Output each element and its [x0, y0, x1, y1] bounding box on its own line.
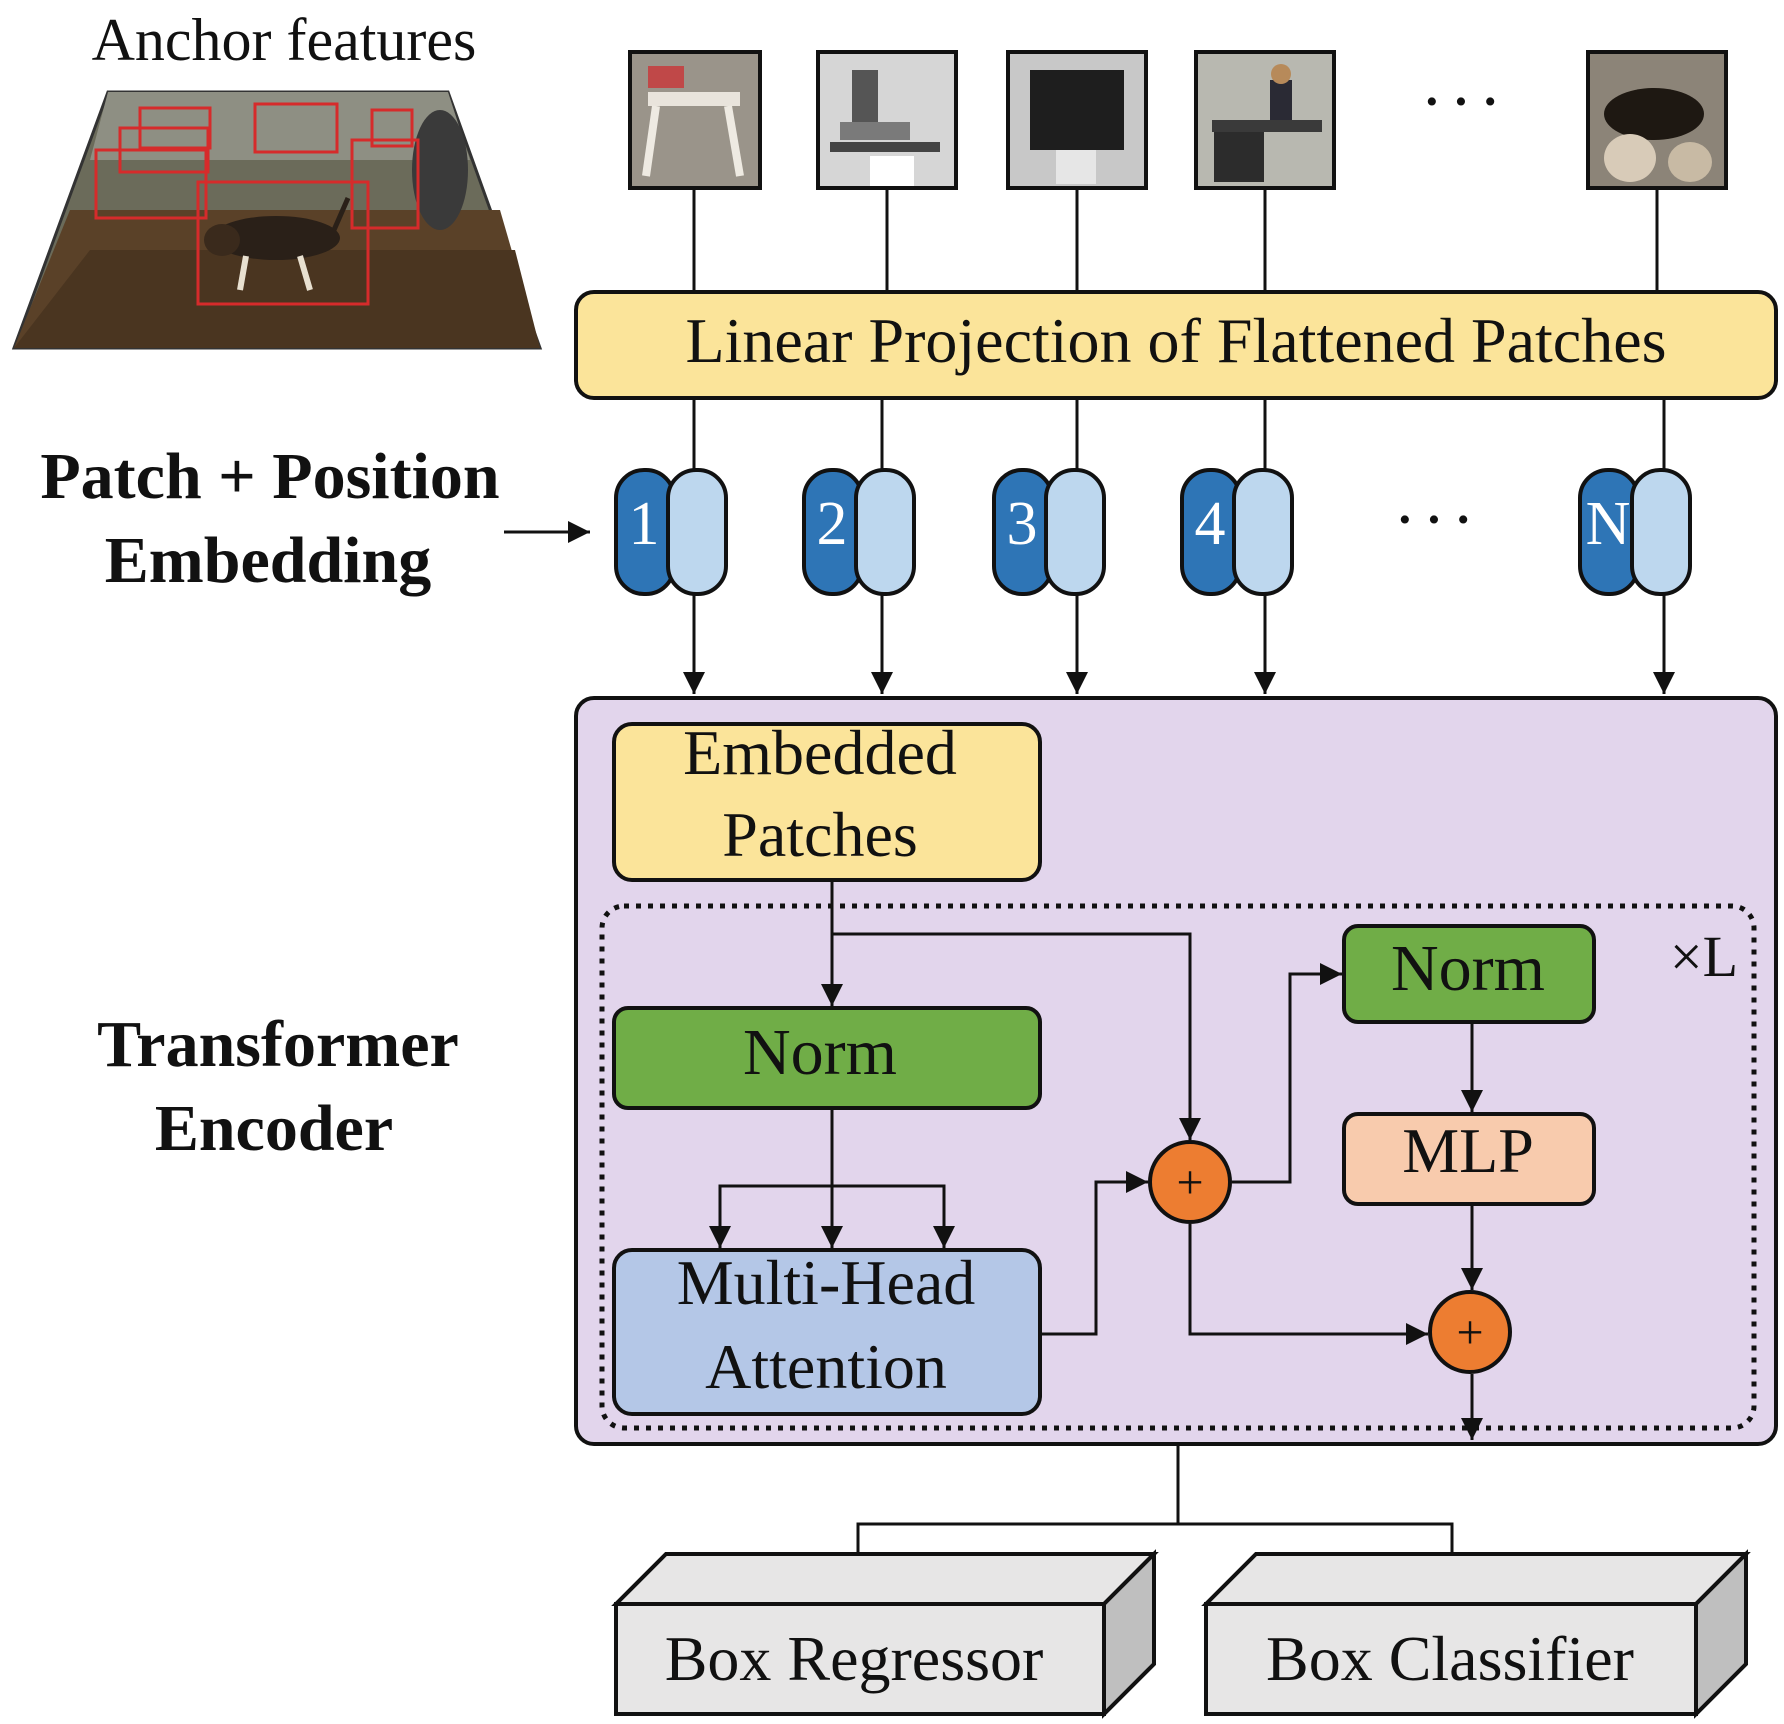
mlp-box: [1342, 1112, 1596, 1206]
norm-box-right: [1342, 924, 1596, 1024]
anchor-features-image: [11, 90, 543, 350]
patch-thumbnail-3: [1006, 50, 1148, 190]
norm-label-right: Norm: [1391, 932, 1545, 1005]
patch-thumbnail-2: [816, 50, 958, 190]
embedded-patches-line2: Patches: [722, 799, 918, 870]
patch-position-label-line2: Embedding: [105, 524, 431, 597]
linear-projection-box: [574, 290, 1778, 400]
position-index-label: 2: [817, 490, 848, 558]
patch-embedding-cell: [854, 468, 916, 596]
position-token-4: 4: [1180, 468, 1294, 596]
patch-thumbnail-4: [1194, 50, 1336, 190]
encoder-flow-lines: [709, 880, 1483, 1440]
repeat-count-label: ×L: [1670, 924, 1738, 989]
projection-connectors: [692, 398, 1666, 470]
position-token-3: 3: [992, 468, 1106, 596]
patch-thumbnail-n: [1586, 50, 1728, 190]
repeat-block-region: [599, 903, 1757, 1431]
multi-head-attention-line1: Multi-Head: [677, 1247, 976, 1318]
embedded-patches-line1: Embedded: [683, 717, 957, 788]
box-regressor-label: Box Regressor: [665, 1623, 1044, 1694]
patch-embedding-cell: [1232, 468, 1294, 596]
position-index-label: 1: [629, 490, 660, 558]
box-classifier-block: Box Classifier: [1201, 1549, 1751, 1719]
norm-box-left: [612, 1006, 1042, 1110]
token-to-encoder-arrows: [683, 594, 1675, 694]
anchor-features-label: Anchor features: [92, 7, 477, 73]
box-classifier-label: Box Classifier: [1266, 1623, 1634, 1694]
linear-projection-label: Linear Projection of Flattened Patches: [685, 305, 1666, 376]
position-index-label: N: [1586, 490, 1631, 558]
position-token-5: N: [1578, 468, 1692, 596]
transformer-label-line1: Transformer: [97, 1008, 459, 1081]
position-index-label: 3: [1007, 490, 1038, 558]
position-token-1: 1: [614, 468, 728, 596]
patch-embedding-cell: [1630, 468, 1692, 596]
residual-add-node-2: +: [1428, 1290, 1512, 1374]
residual-add-node-1: +: [1148, 1140, 1232, 1224]
patch-ellipsis: · · ·: [1423, 73, 1498, 129]
multi-head-attention-box: [612, 1248, 1042, 1416]
patch-embedding-cell: [1044, 468, 1106, 596]
token-ellipsis: · · ·: [1396, 491, 1471, 547]
multi-head-attention-line2: Attention: [705, 1331, 947, 1402]
norm-label-left: Norm: [743, 1016, 897, 1089]
position-token-2: 2: [802, 468, 916, 596]
box-regressor-block: Box Regressor: [611, 1549, 1159, 1719]
position-index-label: 4: [1195, 490, 1226, 558]
plus-sign-1: +: [1176, 1156, 1203, 1209]
mlp-label: MLP: [1402, 1115, 1534, 1186]
patch-connectors: [692, 188, 1659, 292]
token-row: 1 2 3 4 N: [614, 468, 1692, 596]
transformer-label-line2: Encoder: [155, 1092, 393, 1165]
patch-position-label-line1: Patch + Position: [40, 440, 499, 513]
patch-embedding-cell: [666, 468, 728, 596]
patch-thumbnail-1: [628, 50, 762, 190]
embedded-patches-box: [612, 722, 1042, 882]
plus-sign-2: +: [1456, 1306, 1483, 1359]
